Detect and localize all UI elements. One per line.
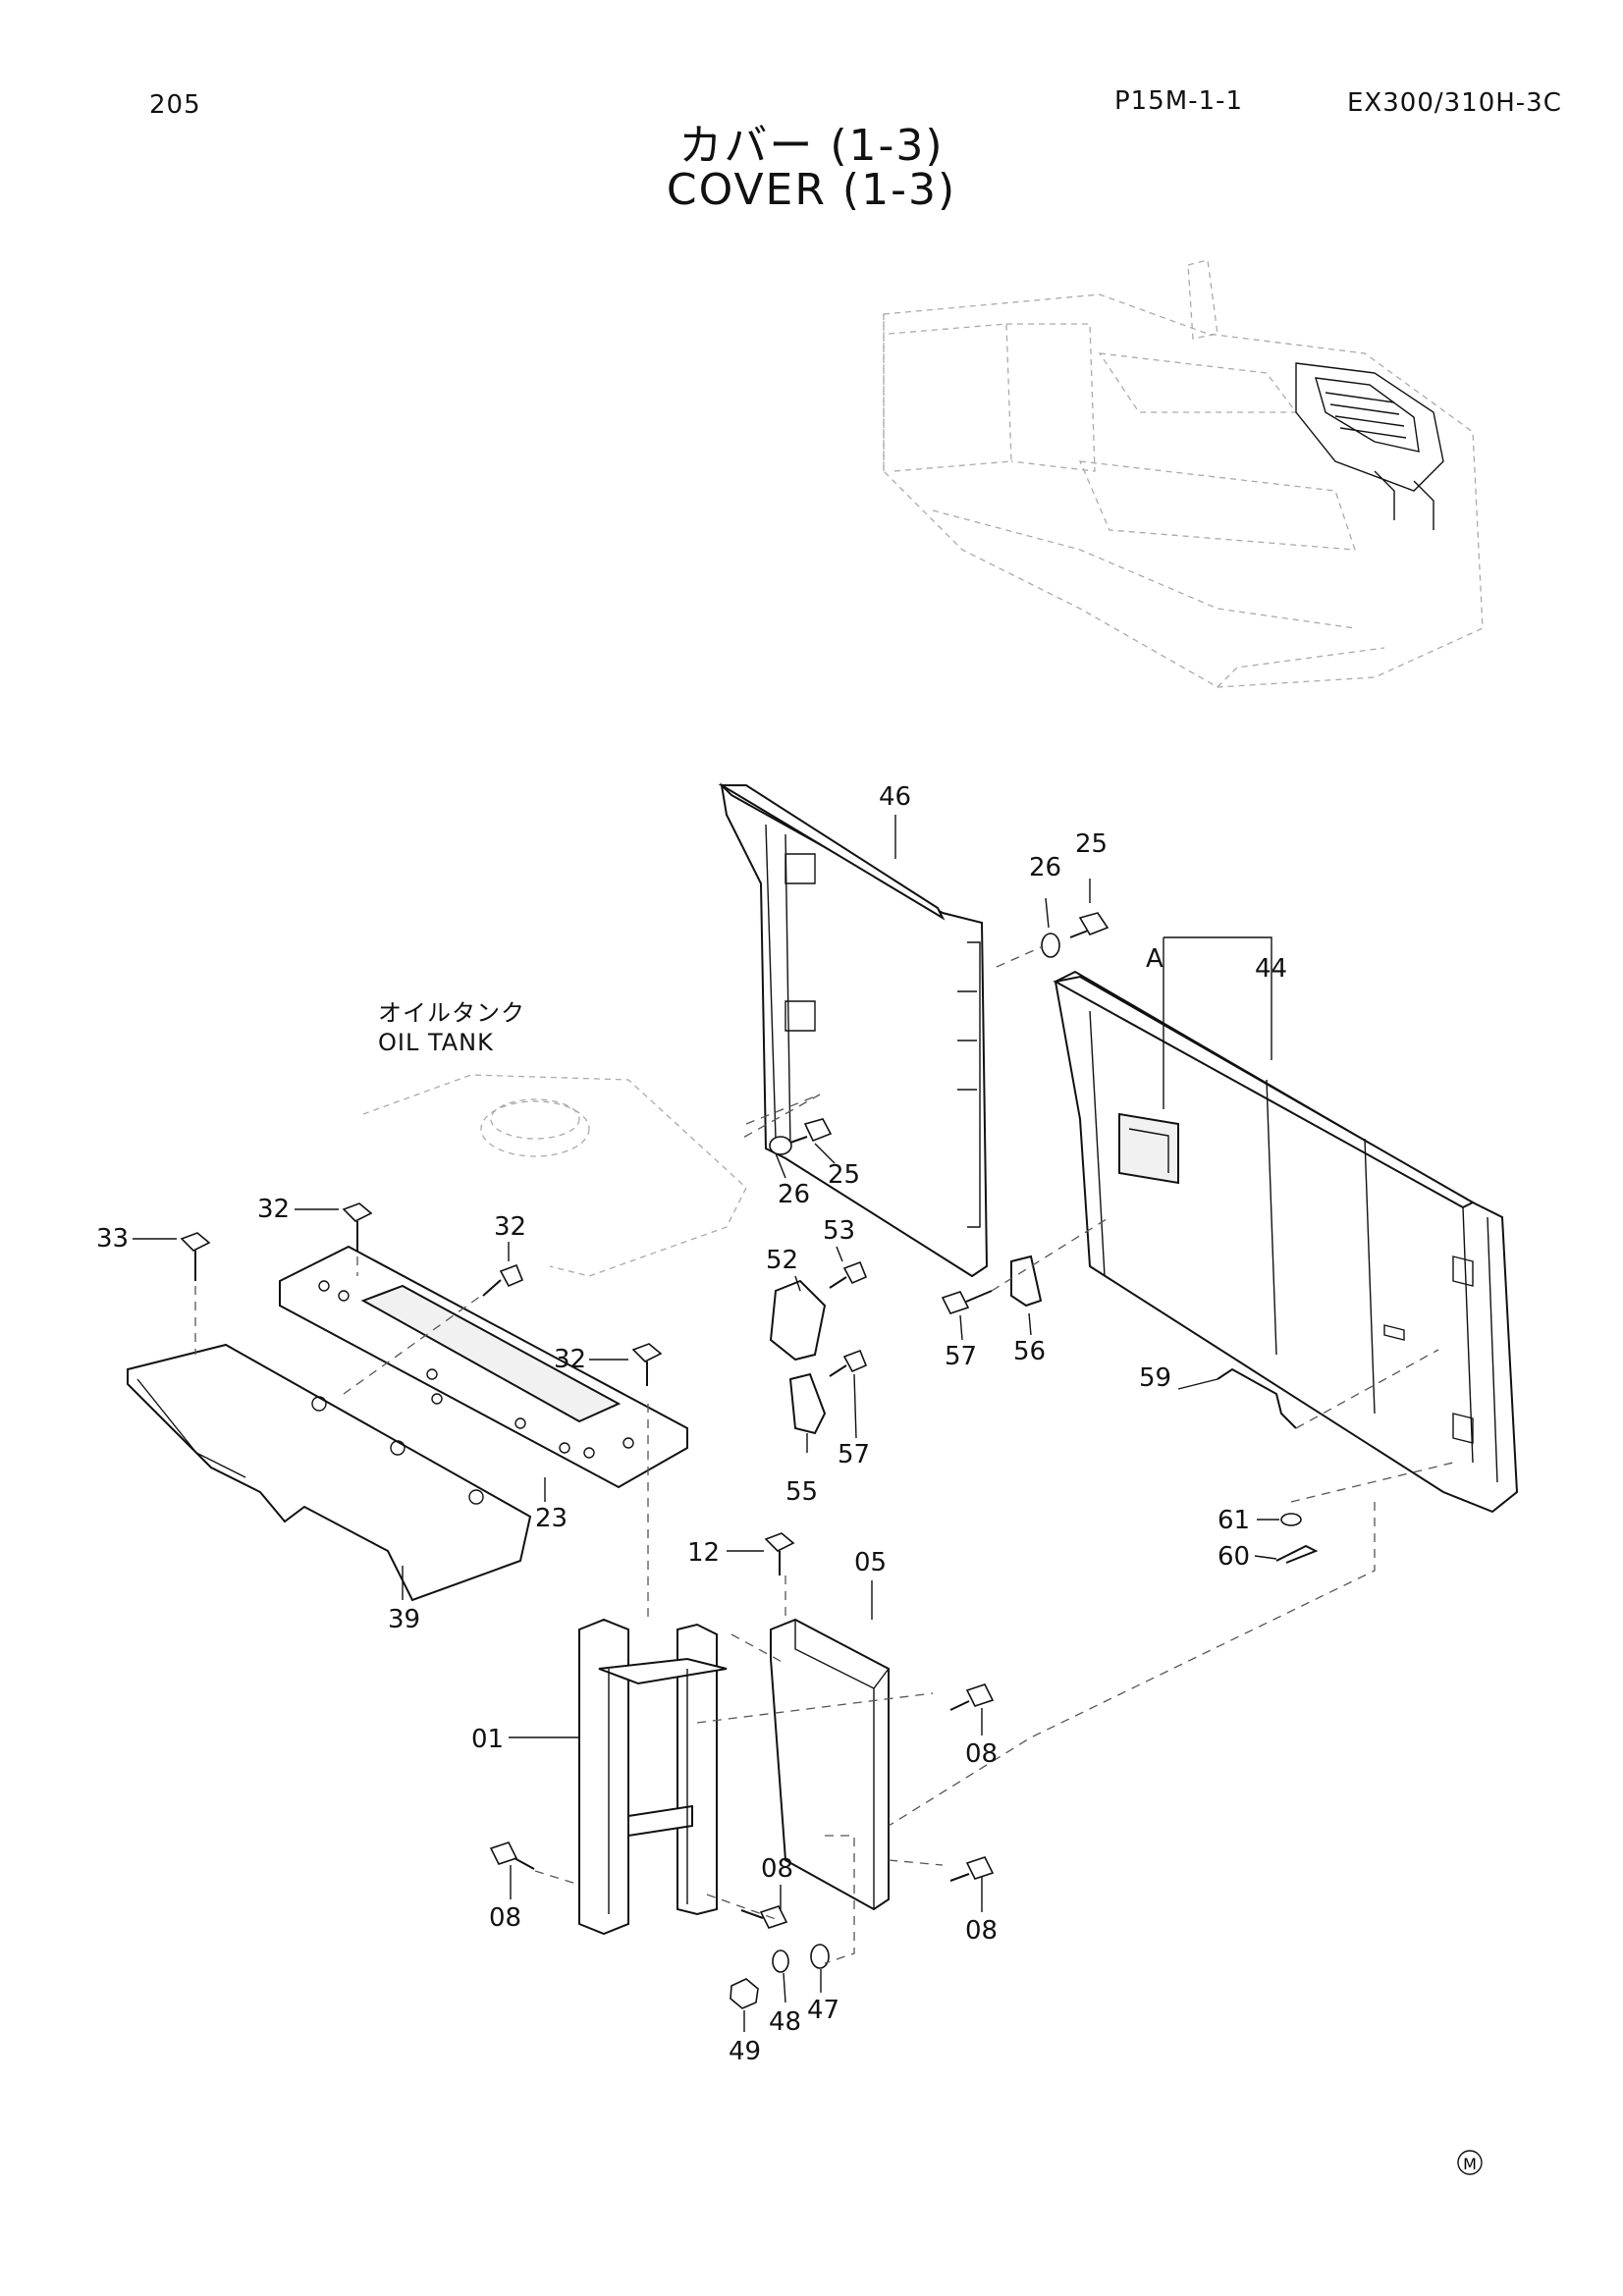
bolt-32c bbox=[631, 1343, 663, 1386]
callout-52: 52 bbox=[766, 1246, 798, 1275]
callout-26: 26 bbox=[778, 1180, 810, 1209]
callout-23: 23 bbox=[535, 1504, 568, 1533]
page-number: 205 bbox=[149, 90, 201, 120]
bolt-08a bbox=[949, 1683, 995, 1711]
bolt-32b bbox=[482, 1263, 524, 1297]
part-01-frame bbox=[578, 1618, 728, 1936]
callout-55: 55 bbox=[785, 1477, 818, 1507]
oil-tank-label-en: OIL TANK bbox=[378, 1029, 494, 1056]
callout-53: 53 bbox=[823, 1216, 855, 1246]
callout-59: 59 bbox=[1139, 1363, 1171, 1393]
bolt-08b bbox=[489, 1842, 535, 1870]
part-47-washer bbox=[810, 1944, 830, 1969]
part-23-plate bbox=[279, 1245, 688, 1489]
part-48-lockwasher bbox=[772, 1949, 789, 1973]
callout-26: 26 bbox=[1029, 853, 1061, 882]
footer-mark-letter: M bbox=[1463, 2155, 1477, 2173]
callout-56: 56 bbox=[1013, 1337, 1046, 1366]
callout-08: 08 bbox=[965, 1916, 998, 1946]
part-49-nut bbox=[730, 1978, 759, 2009]
part-26-washer-b bbox=[769, 1136, 792, 1155]
machine-overview-illustration bbox=[883, 259, 1484, 688]
bolt-25b bbox=[789, 1118, 833, 1144]
bolt-33 bbox=[180, 1232, 211, 1281]
callout-33: 33 bbox=[96, 1224, 129, 1254]
callout-05: 05 bbox=[854, 1548, 887, 1577]
footer-circle-mark bbox=[1457, 2150, 1483, 2175]
part-46-side-cover bbox=[718, 782, 989, 1278]
callout-39: 39 bbox=[388, 1605, 420, 1634]
page-title-japanese: カバー (1-3) bbox=[678, 121, 945, 171]
callout-60: 60 bbox=[1217, 1542, 1250, 1572]
callout-32: 32 bbox=[554, 1345, 586, 1374]
view-marker-a: A bbox=[1146, 944, 1163, 974]
part-55-bracket bbox=[788, 1372, 827, 1435]
callout-47: 47 bbox=[807, 1996, 839, 2025]
bolt-53 bbox=[829, 1260, 868, 1289]
callout-25: 25 bbox=[828, 1160, 860, 1190]
part-26-washer-a bbox=[1041, 933, 1060, 958]
bolt-08d bbox=[949, 1856, 995, 1882]
callout-46: 46 bbox=[879, 782, 911, 812]
part-52-bracket bbox=[769, 1279, 827, 1362]
callout-01: 01 bbox=[471, 1725, 504, 1754]
callout-49: 49 bbox=[729, 2037, 761, 2066]
model-number: EX300/310H-3C bbox=[1347, 88, 1562, 118]
callout-48: 48 bbox=[769, 2007, 801, 2037]
bolt-25a bbox=[1069, 912, 1109, 938]
assembly-lines bbox=[194, 946, 1454, 1964]
part-56-latch bbox=[1010, 1255, 1043, 1308]
callout-32: 32 bbox=[494, 1212, 526, 1242]
callout-08: 08 bbox=[965, 1739, 998, 1769]
part-60-pin bbox=[1275, 1544, 1319, 1564]
callout-61: 61 bbox=[1217, 1506, 1250, 1535]
leader-lines bbox=[133, 815, 1279, 2032]
bolt-08c bbox=[740, 1905, 788, 1929]
callout-08: 08 bbox=[761, 1854, 793, 1884]
bolt-12 bbox=[764, 1532, 795, 1575]
bolt-32a bbox=[342, 1202, 373, 1252]
callout-32: 32 bbox=[257, 1195, 290, 1224]
callout-57: 57 bbox=[945, 1342, 977, 1371]
oil-tank-outline bbox=[362, 1074, 747, 1277]
bolt-57a bbox=[941, 1290, 993, 1314]
page-code: P15M-1-1 bbox=[1114, 86, 1244, 116]
part-39-tray bbox=[127, 1343, 532, 1602]
part-61-washer bbox=[1280, 1513, 1302, 1526]
callout-25: 25 bbox=[1075, 829, 1108, 859]
callout-44: 44 bbox=[1255, 954, 1287, 984]
part-59-rod bbox=[1217, 1367, 1297, 1429]
callout-57: 57 bbox=[838, 1440, 870, 1469]
callout-12: 12 bbox=[687, 1538, 720, 1568]
oil-tank-label-jp: オイルタンク bbox=[378, 999, 525, 1027]
part-44-door bbox=[1053, 970, 1519, 1514]
page-title-english: COVER (1-3) bbox=[666, 165, 957, 215]
callout-08: 08 bbox=[489, 1903, 521, 1933]
part-05-panel bbox=[770, 1618, 890, 1911]
bolt-57b bbox=[829, 1349, 868, 1377]
